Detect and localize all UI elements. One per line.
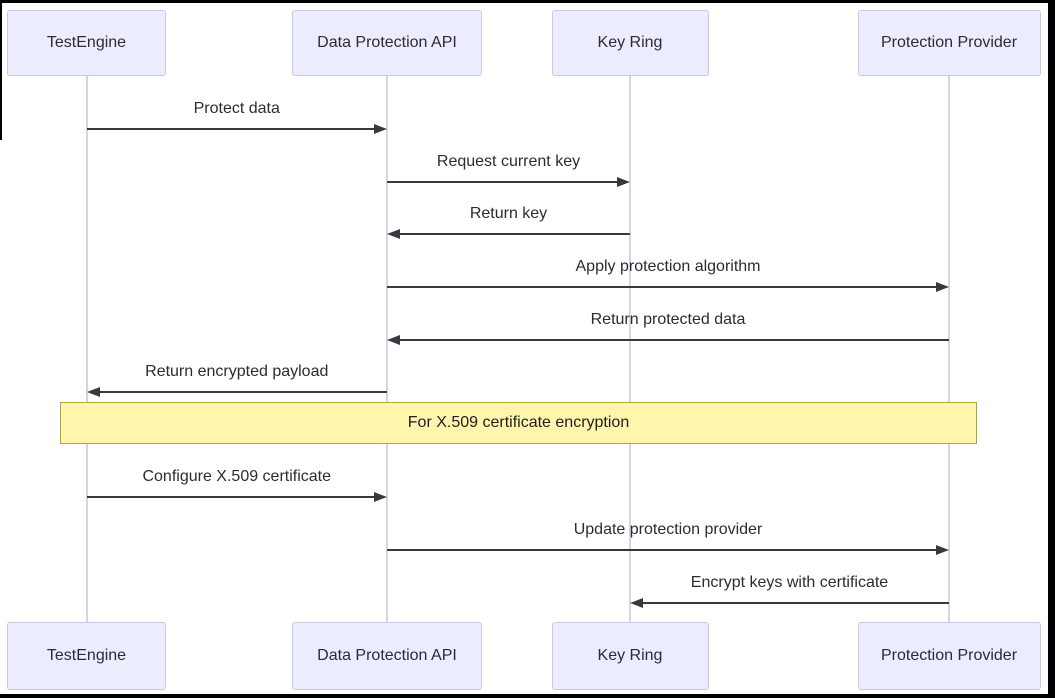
actor-bottom-keyring: Key Ring [551,622,709,690]
message-label: Request current key [436,153,581,170]
message-arrow-line [97,391,387,393]
message-label: Return key [469,205,548,222]
actor-top-dpapi: Data Protection API [292,10,482,76]
frame-edge-right [1048,0,1055,698]
lifeline-protprov [948,76,950,622]
message-arrow-line [86,128,376,130]
message-label: Protect data [193,100,280,117]
frame-edge-left [0,0,2,140]
message-arrow-line [641,602,949,604]
message-label: Return protected data [590,311,746,328]
message-label: Encrypt keys with certificate [690,574,889,591]
arrowhead-icon [86,387,100,397]
arrowhead-icon [630,598,643,608]
arrowhead-icon [387,335,400,345]
message-arrow-line [398,233,630,235]
arrowhead-icon [374,492,387,502]
actor-bottom-protprov: Protection Provider [857,622,1041,690]
arrowhead-icon [374,124,387,134]
note-banner: For X.509 certificate encryption [60,402,977,444]
message-arrow-line [398,339,949,341]
frame-edge-bottom [0,694,1055,698]
lifeline-dpapi [386,76,388,622]
lifeline-testengine [85,76,88,622]
lifeline-keyring [629,76,631,622]
message-arrow-line [387,181,619,183]
arrowhead-icon [936,282,949,292]
arrowhead-icon [387,229,400,239]
arrowhead-icon [936,545,949,555]
actor-top-testengine: TestEngine [7,10,166,76]
actor-top-keyring: Key Ring [551,10,709,76]
actor-bottom-dpapi: Data Protection API [292,622,482,690]
frame-edge-top [0,0,1055,3]
message-label: Update protection provider [573,521,763,538]
actor-top-protprov: Protection Provider [857,10,1041,76]
message-label: Configure X.509 certificate [142,468,332,485]
message-label: Return encrypted payload [145,363,329,380]
message-arrow-line [387,286,938,288]
message-arrow-line [387,549,938,551]
actor-bottom-testengine: TestEngine [7,622,166,690]
message-label: Apply protection algorithm [575,258,761,275]
message-arrow-line [86,496,376,498]
arrowhead-icon [617,177,630,187]
